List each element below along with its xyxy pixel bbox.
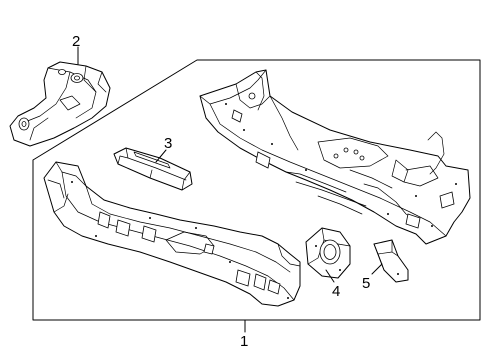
leader-line-3 bbox=[155, 149, 167, 163]
assembly-frame bbox=[32, 59, 481, 321]
leader-line-5 bbox=[371, 263, 383, 275]
part-4-mounting-plate[interactable] bbox=[305, 227, 351, 279]
part-1-rear-panel-upper[interactable] bbox=[199, 69, 471, 245]
part-1-rear-floor-lower[interactable] bbox=[43, 161, 301, 307]
part-2-bracket[interactable] bbox=[9, 61, 111, 147]
part-5-small-bracket[interactable] bbox=[373, 239, 409, 283]
leader-line-4 bbox=[325, 269, 335, 283]
callout-1: 1 bbox=[240, 333, 248, 350]
callout-2: 2 bbox=[72, 33, 80, 50]
callout-4: 4 bbox=[332, 283, 340, 300]
callout-3: 3 bbox=[164, 135, 172, 152]
callout-5: 5 bbox=[362, 275, 370, 292]
part-3-reinforcement[interactable] bbox=[113, 147, 193, 191]
